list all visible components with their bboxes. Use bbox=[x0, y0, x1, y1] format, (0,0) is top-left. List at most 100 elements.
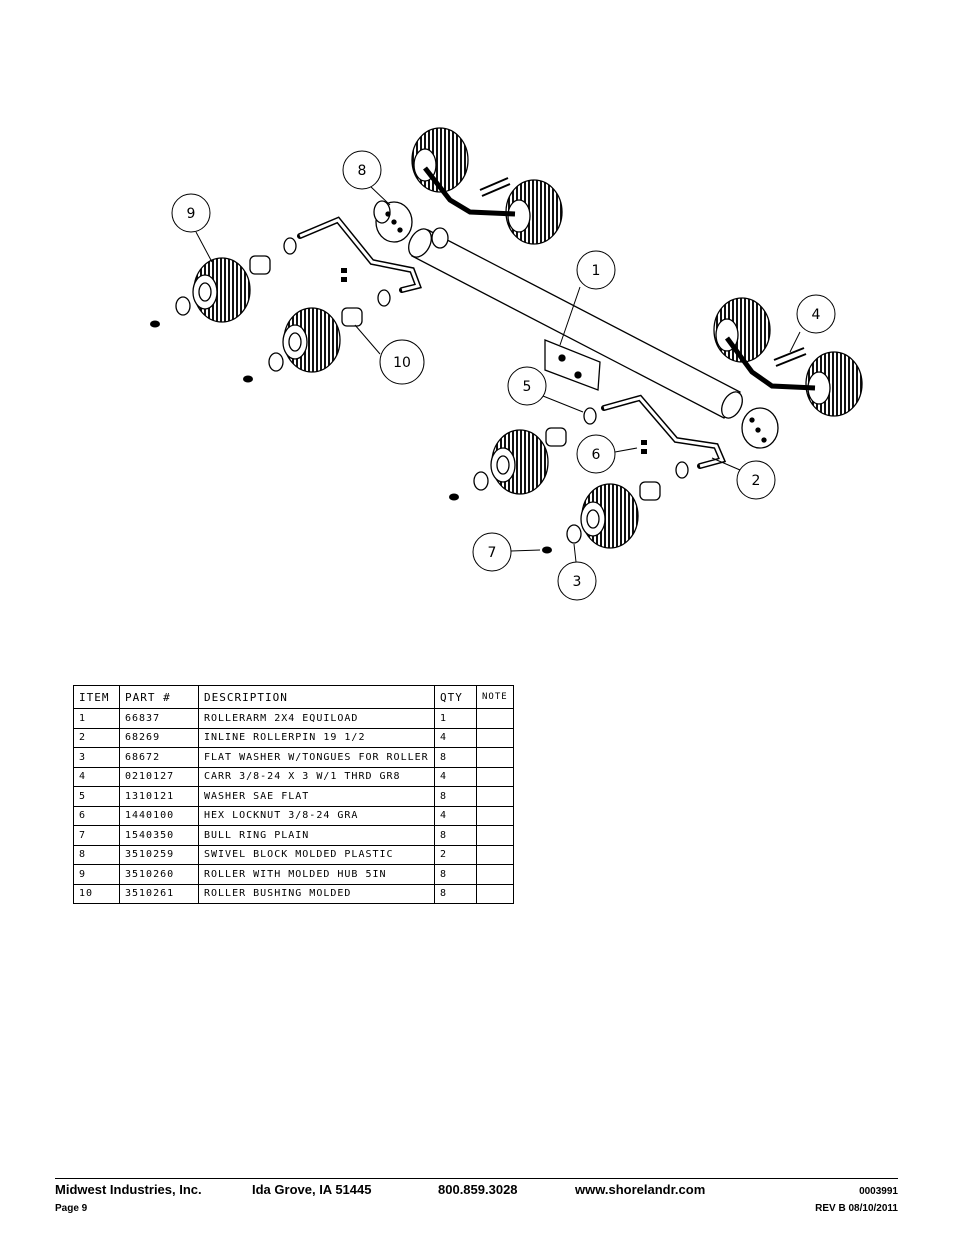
cell-item: 6 bbox=[73, 805, 120, 826]
roller-bottom-1 bbox=[490, 429, 549, 495]
roller-right-1 bbox=[713, 297, 771, 363]
cell-qty: 8 bbox=[434, 747, 477, 768]
cell-description: BULL RING PLAIN bbox=[198, 825, 435, 846]
cell-qty: 8 bbox=[434, 825, 477, 846]
cell-item: 1 bbox=[73, 708, 120, 729]
bull-ring bbox=[449, 493, 459, 501]
carriage-bolts bbox=[479, 177, 807, 367]
roller-left-2 bbox=[282, 307, 341, 373]
cell-qty: 1 bbox=[434, 708, 477, 729]
cell-description: ROLLERARM 2X4 EQUILOAD bbox=[198, 708, 435, 729]
callout-5: 5 bbox=[523, 379, 532, 395]
callout-6: 6 bbox=[592, 447, 601, 463]
hex-locknut bbox=[641, 449, 647, 454]
roller-right-2 bbox=[805, 351, 863, 417]
cell-description: ROLLER WITH MOLDED HUB 5IN bbox=[198, 864, 435, 885]
cell-item: 2 bbox=[73, 727, 120, 748]
leader-lines bbox=[195, 185, 801, 563]
cell-item: 4 bbox=[73, 766, 120, 787]
footer-company: Midwest Industries, Inc. bbox=[55, 1182, 202, 1197]
footer-divider bbox=[55, 1178, 898, 1179]
cell-qty: 8 bbox=[434, 864, 477, 885]
hex-locknut bbox=[341, 268, 347, 273]
callout-4: 4 bbox=[812, 307, 821, 323]
cell-qty: 8 bbox=[434, 786, 477, 807]
cell-qty: 2 bbox=[434, 844, 477, 865]
bushing bbox=[249, 255, 271, 275]
roller-bottom-2 bbox=[580, 483, 639, 549]
bull-ring bbox=[243, 375, 253, 383]
cell-part-number: 0210127 bbox=[119, 766, 199, 787]
callout-8: 8 bbox=[358, 163, 367, 179]
cell-qty: 4 bbox=[434, 766, 477, 787]
roller-left-1 bbox=[192, 257, 251, 323]
sae-washer bbox=[583, 407, 597, 425]
hex-locknut bbox=[341, 277, 347, 282]
cell-note bbox=[476, 766, 514, 787]
exploded-parts-diagram: 1 2 3 4 5 6 7 8 9 10 bbox=[150, 127, 863, 601]
cell-note bbox=[476, 727, 514, 748]
bushing bbox=[639, 481, 661, 501]
sae-washer bbox=[675, 461, 689, 479]
cell-item: 9 bbox=[73, 864, 120, 885]
cell-item: 3 bbox=[73, 747, 120, 768]
cell-item: 5 bbox=[73, 786, 120, 807]
cell-description: CARR 3/8-24 X 3 W/1 THRD GR8 bbox=[198, 766, 435, 787]
cell-part-number: 3510260 bbox=[119, 864, 199, 885]
footer-doc-number: 0003991 bbox=[859, 1186, 898, 1197]
cell-note bbox=[476, 825, 514, 846]
footer-phone: 800.859.3028 bbox=[438, 1182, 518, 1197]
header-item: ITEM bbox=[73, 685, 120, 709]
cell-item: 8 bbox=[73, 844, 120, 865]
header-description: DESCRIPTION bbox=[198, 685, 435, 709]
header-part-number: PART # bbox=[119, 685, 199, 709]
footer-website[interactable]: www.shorelandr.com bbox=[575, 1182, 706, 1197]
cell-note bbox=[476, 864, 514, 885]
cell-note bbox=[476, 844, 514, 865]
flat-washer bbox=[473, 471, 489, 491]
cell-item: 7 bbox=[73, 825, 120, 846]
callout-9: 9 bbox=[187, 206, 196, 222]
flat-washer bbox=[566, 524, 582, 544]
footer-page-number: Page 9 bbox=[55, 1203, 88, 1214]
callout-10: 10 bbox=[393, 355, 411, 371]
cell-part-number: 3510261 bbox=[119, 883, 199, 904]
footer-location: Ida Grove, IA 51445 bbox=[252, 1182, 372, 1197]
footer-revision: REV B 08/10/2011 bbox=[815, 1203, 898, 1214]
cell-note bbox=[476, 805, 514, 826]
header-qty: QTY bbox=[434, 685, 477, 709]
cell-description: WASHER SAE FLAT bbox=[198, 786, 435, 807]
cell-note bbox=[476, 747, 514, 768]
cell-note bbox=[476, 708, 514, 729]
cell-description: HEX LOCKNUT 3/8-24 GRA bbox=[198, 805, 435, 826]
bull-ring bbox=[150, 320, 160, 328]
bushing bbox=[545, 427, 567, 447]
cell-part-number: 3510259 bbox=[119, 844, 199, 865]
sae-washer bbox=[283, 237, 297, 255]
cell-part-number: 66837 bbox=[119, 708, 199, 729]
roller-arm-tube bbox=[408, 227, 743, 419]
callout-1: 1 bbox=[592, 263, 601, 279]
header-note: NOTE bbox=[476, 685, 514, 709]
cell-qty: 4 bbox=[434, 727, 477, 748]
cell-item: 10 bbox=[73, 883, 120, 904]
hex-locknut bbox=[641, 440, 647, 445]
swivel-block-lower bbox=[741, 407, 779, 449]
cell-part-number: 1440100 bbox=[119, 805, 199, 826]
bull-ring bbox=[542, 546, 552, 554]
table-header-row: ITEM PART # DESCRIPTION QTY NOTE bbox=[73, 685, 514, 709]
cell-note bbox=[476, 883, 514, 904]
cell-part-number: 1310121 bbox=[119, 786, 199, 807]
